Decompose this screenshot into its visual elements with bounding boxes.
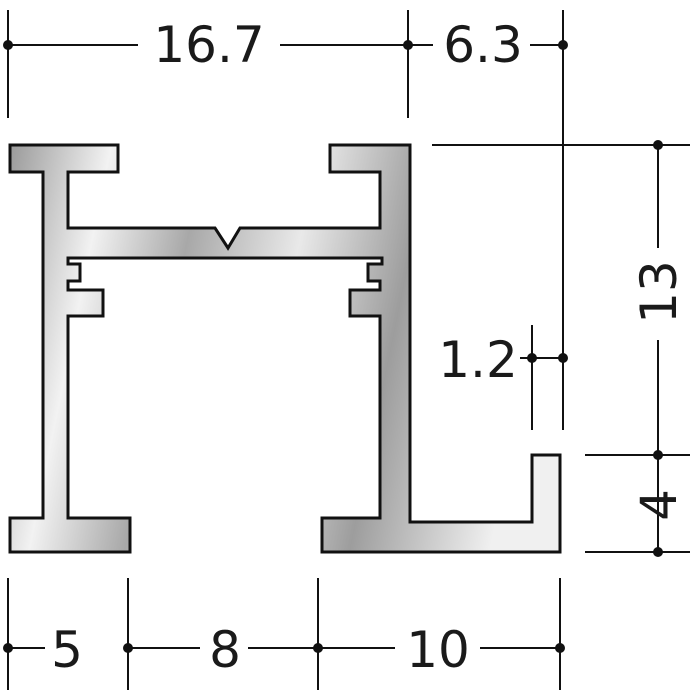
dim-right-total: 13 — [630, 260, 688, 324]
bottom-dimension-dots — [3, 643, 565, 653]
dim-top-right: 6.3 — [443, 16, 523, 74]
dim-bottom-middle: 8 — [209, 621, 241, 679]
dim-top-left: 16.7 — [153, 16, 264, 74]
aluminum-profile — [8, 143, 562, 554]
dim-bottom-left: 5 — [51, 621, 83, 679]
dim-foot-height: 4 — [630, 489, 688, 521]
dim-lip-thickness: 1.2 — [438, 331, 518, 389]
top-dimension-dots — [3, 40, 568, 50]
dim-bottom-right: 10 — [406, 621, 470, 679]
right-dimension-dots — [527, 140, 663, 557]
right-dimension-lines — [432, 144, 690, 553]
bottom-dimension-lines — [7, 578, 561, 690]
